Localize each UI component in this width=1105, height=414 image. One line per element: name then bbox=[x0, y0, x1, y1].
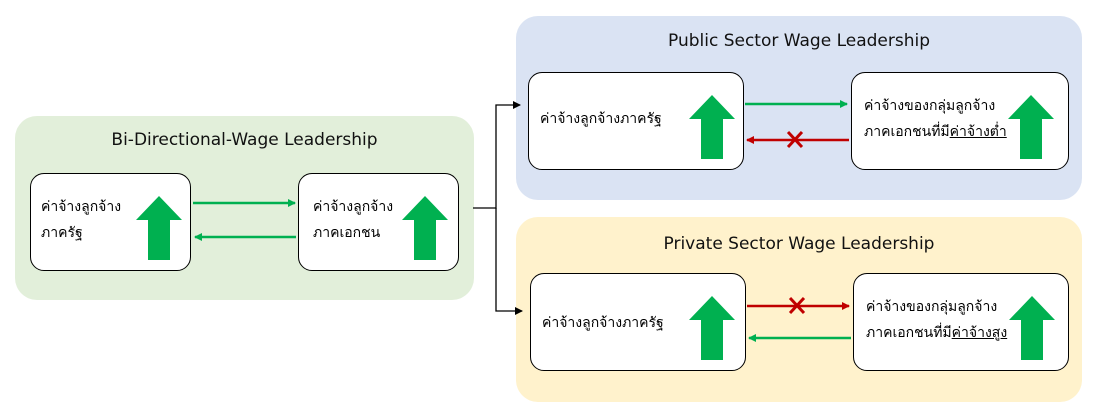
bi-directional-title: Bi-Directional-Wage Leadership bbox=[111, 130, 378, 150]
up-arrow-icon bbox=[402, 196, 448, 260]
private-sector-public-wage-label: ค่าจ้างลูกจ้างภาครัฐ bbox=[542, 315, 664, 331]
public-sector-public-wage-label: ค่าจ้างลูกจ้างภาครัฐ bbox=[540, 111, 662, 127]
private-sector-public-wage-box: ค่าจ้างลูกจ้างภาครัฐ bbox=[530, 273, 746, 371]
up-arrow-icon bbox=[689, 296, 735, 360]
public-wage-line1: ค่าจ้างลูกจ้าง bbox=[41, 199, 122, 215]
branch-connector bbox=[473, 101, 521, 209]
low-wage-emphasis: ค่าจ้างต่ำ bbox=[949, 124, 1007, 140]
high-wage-emphasis: ค่าจ้างสูง bbox=[951, 325, 1008, 341]
private-sector-high-wage-private-box: ค่าจ้างของกลุ่มลูกจ้าง ภาคเอกชนที่มีค่าจ… bbox=[853, 273, 1069, 371]
private-wage-label: ค่าจ้างลูกจ้าง ภาคเอกชน bbox=[313, 194, 393, 246]
private-wage-line1: ค่าจ้างลูกจ้าง bbox=[313, 199, 394, 215]
x-mark-icon bbox=[788, 296, 806, 315]
private-wage-box: ค่าจ้างลูกจ้าง ภาคเอกชน bbox=[298, 173, 459, 271]
public-wage-label: ค่าจ้างลูกจ้าง ภาครัฐ bbox=[41, 194, 121, 246]
public-sector-public-wage-box: ค่าจ้างลูกจ้างภาครัฐ bbox=[528, 72, 744, 170]
low-wage-private-line1: ค่าจ้างของกลุ่มลูกจ้าง bbox=[864, 98, 996, 114]
low-wage-private-label: ค่าจ้างของกลุ่มลูกจ้าง ภาคเอกชนที่มีค่าจ… bbox=[864, 93, 1007, 145]
public-wage-box: ค่าจ้างลูกจ้าง ภาครัฐ bbox=[30, 173, 191, 271]
up-arrow-icon bbox=[1009, 296, 1055, 360]
high-wage-private-line1: ค่าจ้างของกลุ่มลูกจ้าง bbox=[866, 299, 998, 315]
public-wage-line2: ภาครัฐ bbox=[41, 225, 83, 241]
public-sector-low-wage-private-box: ค่าจ้างของกลุ่มลูกจ้าง ภาคเอกชนที่มีค่าจ… bbox=[851, 72, 1069, 170]
up-arrow-icon bbox=[689, 95, 735, 159]
public-sector-title: Public Sector Wage Leadership bbox=[668, 31, 930, 51]
private-sector-title: Private Sector Wage Leadership bbox=[663, 234, 935, 254]
x-mark-icon bbox=[786, 130, 804, 149]
branch-connector bbox=[495, 208, 523, 315]
up-arrow-icon bbox=[136, 196, 182, 260]
high-wage-private-line2: ภาคเอกชนที่มีค่าจ้างสูง bbox=[866, 325, 1008, 341]
private-wage-line2: ภาคเอกชน bbox=[313, 225, 381, 241]
up-arrow-icon bbox=[1008, 95, 1054, 159]
high-wage-private-label: ค่าจ้างของกลุ่มลูกจ้าง ภาคเอกชนที่มีค่าจ… bbox=[866, 294, 1007, 346]
low-wage-private-line2: ภาคเอกชนที่มีค่าจ้างต่ำ bbox=[864, 124, 1007, 140]
